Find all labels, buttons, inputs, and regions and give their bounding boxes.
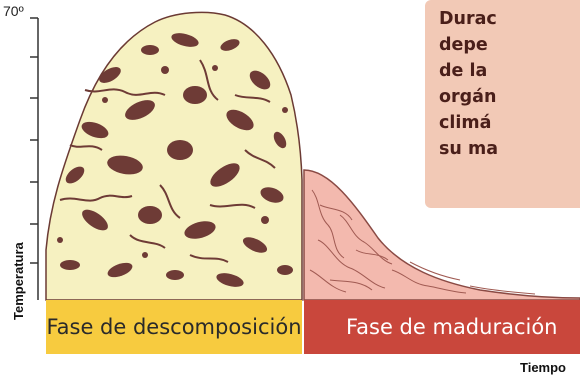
callout-text: Durac depe de la orgán climá su ma — [439, 6, 580, 162]
decomposition-phase-label: Fase de descomposición — [46, 315, 301, 339]
maturation-phase-bar: Fase de maduración — [304, 300, 580, 354]
info-callout: Durac depe de la orgán climá su ma — [425, 0, 580, 208]
x-axis-label: Tiempo — [520, 360, 566, 375]
y-axis-ticks — [30, 18, 38, 263]
decomposition-phase-bar: Fase de descomposición — [46, 300, 302, 354]
y-axis-max-label: 70º — [3, 3, 24, 19]
maturation-phase-label: Fase de maduración — [346, 315, 558, 339]
y-axis-label: Temperatura — [11, 242, 26, 320]
